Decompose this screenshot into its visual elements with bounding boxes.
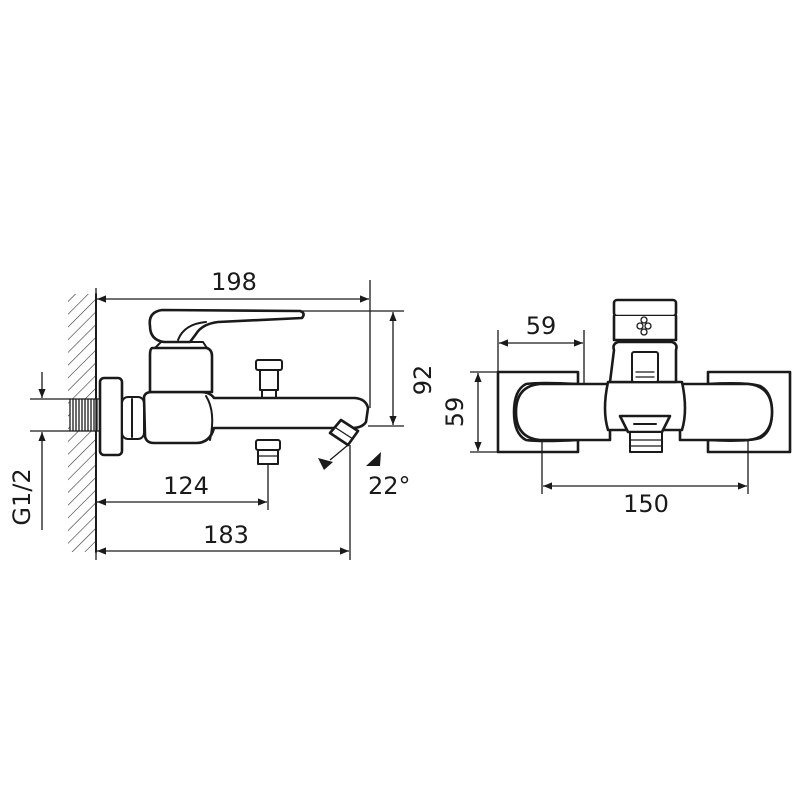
dim-124: 124 xyxy=(97,472,267,506)
dim-124-label: 124 xyxy=(163,472,209,500)
wall-flange xyxy=(98,376,145,457)
side-view: 198 92 124 183 G1/2 22° xyxy=(8,268,437,560)
front-view: 59 59 150 xyxy=(441,298,792,518)
diverter-knob xyxy=(255,359,283,399)
dim-height-label: 59 xyxy=(441,397,469,428)
dim-height: 59 xyxy=(441,373,482,451)
dim-thread: G1/2 xyxy=(8,372,46,530)
dim-198-label: 198 xyxy=(211,268,257,296)
dim-183-label: 183 xyxy=(203,521,249,549)
dim-92: 92 xyxy=(389,312,437,425)
dim-198: 198 xyxy=(97,268,369,303)
dim-92-label: 92 xyxy=(409,365,437,396)
dim-center-distance: 150 xyxy=(543,482,747,518)
dim-thread-label: G1/2 xyxy=(8,468,36,525)
dim-center-distance-label: 150 xyxy=(623,490,669,518)
dim-angle: 22° xyxy=(318,444,411,500)
lever-handle xyxy=(148,308,305,344)
side-extension-lines xyxy=(30,280,404,560)
cartridge-housing xyxy=(148,341,214,394)
front-outlet xyxy=(618,414,672,453)
front-extension-lines xyxy=(470,330,749,494)
dim-width: 59 xyxy=(499,312,583,347)
thread-connector xyxy=(69,398,103,432)
dim-angle-label: 22° xyxy=(368,472,411,500)
spout-outlet xyxy=(328,418,360,447)
dim-width-label: 59 xyxy=(526,312,557,340)
shower-outlet xyxy=(255,439,281,465)
dim-183: 183 xyxy=(97,521,349,555)
front-handle xyxy=(608,298,678,384)
